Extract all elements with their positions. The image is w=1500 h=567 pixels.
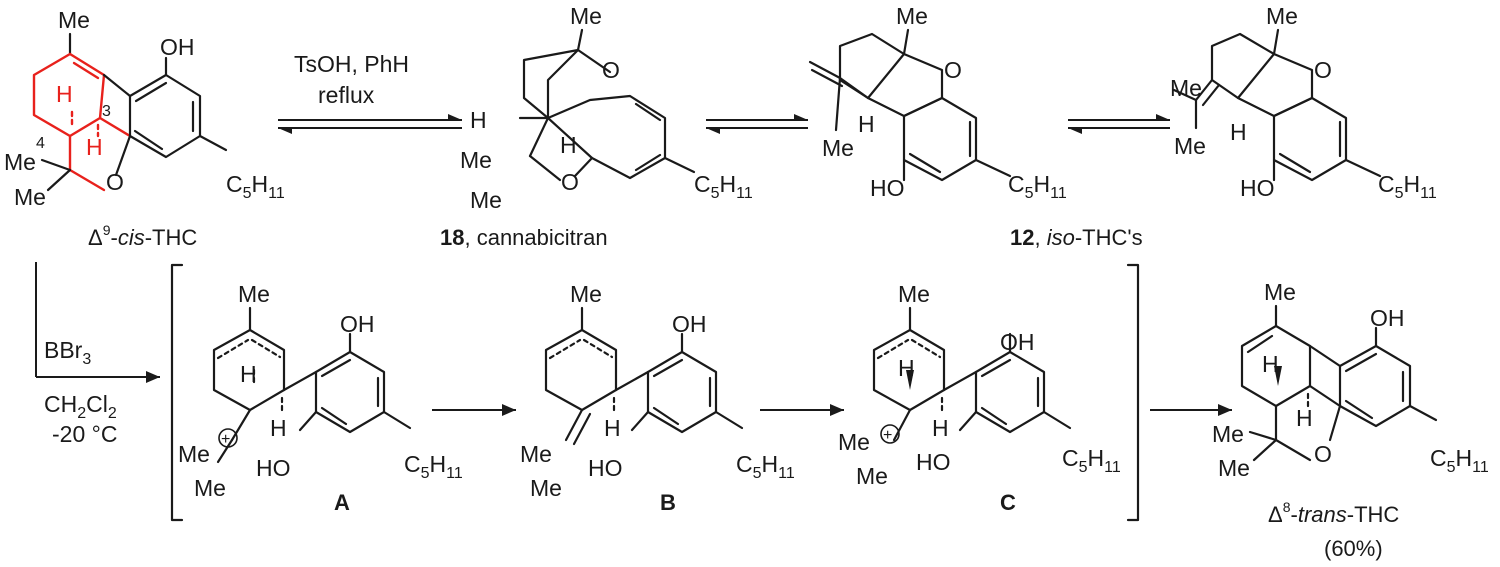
b-me-2: Me — [520, 441, 552, 467]
iso-thc-1-pentyl: C5H11 — [1008, 171, 1067, 202]
left-bracket — [170, 263, 184, 522]
iso-thc-1-me: Me — [896, 3, 928, 29]
iso-thc-2-ho: HO — [1240, 175, 1275, 201]
cis-thc-o: O — [106, 169, 124, 195]
reagent-reflux: reflux — [318, 82, 375, 108]
cannabicitran-o-top: O — [602, 57, 620, 83]
cannabicitran-structure: Me O O H H Me Me C5H11 18, cannabicitran — [440, 3, 753, 250]
iso-thc-2-h: H — [1230, 119, 1247, 145]
bbr3-arrow: BBr3 CH2Cl2 -20 °C — [35, 262, 160, 447]
trans-thc-h-lower: H — [1296, 405, 1313, 431]
arrow-c-to-product — [1218, 404, 1232, 416]
c-me-3: Me — [856, 463, 888, 489]
intermediate-c-label: C — [1000, 490, 1016, 515]
cis-thc-label: Δ9-cis-THC — [88, 222, 197, 250]
c-h-lower: H — [932, 415, 949, 441]
iso-thc-2-pentyl: C5H11 — [1378, 171, 1437, 202]
intermediate-a-structure: Me + H H OH HO Me Me C5H11 A — [178, 281, 463, 515]
intermediate-b-label: B — [660, 490, 676, 515]
iso-thc-2-o: O — [1314, 57, 1332, 83]
a-plus: + — [221, 431, 230, 448]
trans-thc-me-top: Me — [1264, 279, 1296, 305]
cis-thc-structure: Me H H 3 4 OH O Me Me C5H11 Δ9-cis-THC — [4, 7, 285, 250]
iso-thc-1-me-2: Me — [822, 135, 854, 161]
trans-thc-oh: OH — [1370, 305, 1405, 331]
trans-thc-pentyl: C5H11 — [1430, 445, 1489, 476]
iso-thc-label: 12, iso-THC's — [1010, 225, 1143, 250]
c-ho: HO — [916, 449, 951, 475]
intermediate-c-structure: Me + H H OH HO Me Me C5H11 C — [838, 281, 1121, 515]
intermediate-a-label: A — [334, 490, 350, 515]
cis-thc-me-1: Me — [4, 149, 36, 175]
trans-thc-label: Δ8-trans-THC — [1268, 499, 1399, 527]
reagent-ch2cl2: CH2Cl2 — [44, 391, 117, 422]
reagent-bbr3: BBr3 — [44, 337, 91, 368]
cis-thc-me-top: Me — [58, 7, 90, 33]
equilibrium-arrow-2 — [706, 114, 808, 134]
a-oh: OH — [340, 311, 375, 337]
c-pentyl: C5H11 — [1062, 445, 1121, 476]
trans-thc-h-upper: H — [1262, 351, 1279, 377]
reagent-temperature: -20 °C — [52, 421, 117, 447]
cannabicitran-me-2: Me — [460, 147, 492, 173]
reagent-tsoh: TsOH, PhH — [294, 51, 409, 77]
iso-thc-2-structure: Me O H Me Me HO C5H11 — [1170, 3, 1437, 202]
locant-3: 3 — [102, 103, 111, 120]
cannabicitran-o-bottom: O — [561, 169, 579, 195]
cannabicitran-label: 18, cannabicitran — [440, 225, 608, 250]
b-ho: HO — [588, 455, 623, 481]
iso-thc-1-o: O — [944, 57, 962, 83]
cis-thc-oh: OH — [160, 34, 195, 60]
c-me: Me — [898, 281, 930, 307]
trans-thc-structure: Me H H OH O Me Me C5H11 Δ8-trans-THC (60… — [1212, 279, 1489, 561]
trans-thc-me-1: Me — [1212, 421, 1244, 447]
iso-thc-2-me-2: Me — [1170, 75, 1202, 101]
b-me-3: Me — [530, 475, 562, 501]
iso-thc-2-me-3: Me — [1174, 133, 1206, 159]
b-h: H — [604, 415, 621, 441]
intermediate-b-structure: Me H OH HO Me Me C5H11 B — [520, 281, 795, 515]
cis-thc-pentyl: C5H11 — [226, 171, 285, 202]
a-me-2: Me — [178, 441, 210, 467]
a-me: Me — [238, 281, 270, 307]
a-ho: HO — [256, 455, 291, 481]
c-h-upper: H — [898, 355, 915, 381]
c-me-2: Me — [838, 429, 870, 455]
locant-4: 4 — [36, 135, 45, 152]
equilibrium-arrow-3 — [1068, 114, 1170, 134]
c-oh: OH — [1000, 329, 1035, 355]
iso-thc-1-h: H — [858, 111, 875, 137]
b-me: Me — [570, 281, 602, 307]
b-pentyl: C5H11 — [736, 451, 795, 482]
cis-thc-h-lower: H — [86, 134, 103, 160]
cannabicitran-me: Me — [570, 3, 602, 29]
cannabicitran-pentyl: C5H11 — [694, 171, 753, 202]
trans-thc-me-2: Me — [1218, 455, 1250, 481]
b-oh: OH — [672, 311, 707, 337]
cis-thc-h-upper: H — [56, 81, 73, 107]
trans-thc-o: O — [1314, 441, 1332, 467]
cannabicitran-h-left: H — [470, 107, 487, 133]
a-h-upper: H — [240, 361, 257, 387]
a-pentyl: C5H11 — [404, 451, 463, 482]
iso-thc-1-structure: Me O H Me HO C5H11 — [808, 3, 1067, 202]
iso-thc-2-me: Me — [1266, 3, 1298, 29]
trans-thc-yield: (60%) — [1324, 536, 1383, 561]
cannabicitran-me-3: Me — [470, 187, 502, 213]
a-h-lower: H — [270, 415, 287, 441]
arrow-a-to-b — [502, 404, 516, 416]
right-bracket — [1126, 263, 1140, 522]
equilibrium-arrow-1: TsOH, PhH reflux — [278, 51, 462, 134]
a-me-3: Me — [194, 475, 226, 501]
arrow-b-to-c — [830, 404, 844, 416]
cannabicitran-h-center: H — [560, 132, 577, 158]
cis-thc-me-2: Me — [14, 184, 46, 210]
c-plus: + — [883, 427, 892, 444]
iso-thc-1-ho: HO — [870, 175, 905, 201]
